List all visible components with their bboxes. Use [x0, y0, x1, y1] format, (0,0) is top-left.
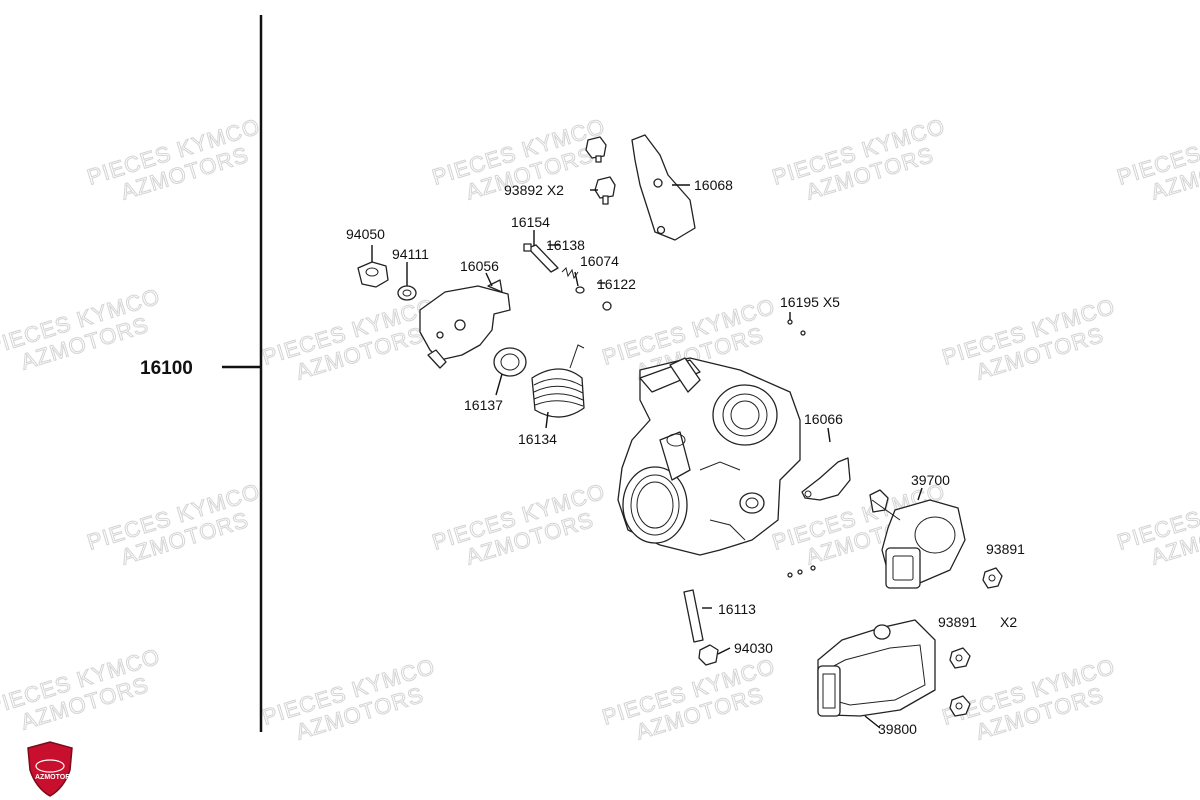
leader-39700 [917, 487, 923, 501]
sensor-39700[interactable] [869, 489, 966, 589]
assembly-bracket: 16100 [140, 15, 263, 732]
leader-39800 [864, 715, 881, 729]
washer-94111[interactable] [397, 285, 417, 301]
screw-93891-single[interactable] [982, 567, 1003, 589]
label-93891-pair-qty: X2 [1000, 614, 1017, 630]
label-94050[interactable]: 94050 [346, 226, 385, 242]
pin-16113[interactable] [683, 589, 704, 643]
label-16154[interactable]: 16154 [511, 214, 550, 230]
label-39800[interactable]: 39800 [878, 721, 917, 737]
label-93891-pair[interactable]: 93891 [938, 614, 977, 630]
ring-16074[interactable] [575, 286, 585, 294]
throttle-cam-16056[interactable] [419, 279, 511, 369]
spring-16138[interactable] [561, 267, 579, 280]
label-94111[interactable]: 94111 [392, 246, 429, 262]
swoosh-icon [35, 759, 65, 773]
nut-94030[interactable] [698, 644, 719, 666]
leader-16056 [485, 272, 493, 287]
label-39700[interactable]: 39700 [911, 472, 950, 488]
leader-16066 [827, 427, 831, 443]
return-spring-16134[interactable] [531, 344, 585, 418]
nut-94050[interactable] [357, 261, 389, 288]
label-16137[interactable]: 16137 [464, 397, 503, 413]
label-16195[interactable]: 16195 X5 [780, 294, 840, 310]
leader-lines [371, 184, 923, 729]
label-16134[interactable]: 16134 [518, 431, 557, 447]
leader-16134 [545, 411, 549, 429]
azmotors-logo: AZMOTORS [27, 741, 75, 797]
label-94030[interactable]: 94030 [734, 640, 773, 656]
shield-icon [27, 741, 73, 797]
leader-94030 [717, 647, 731, 655]
throttle-body[interactable] [617, 357, 801, 556]
label-16113[interactable]: 16113 [718, 601, 756, 617]
label-16138[interactable]: 16138 [546, 237, 585, 253]
logo-text: AZMOTORS [35, 774, 75, 781]
lever-bracket-16066[interactable] [801, 457, 851, 501]
label-93891-single[interactable]: 93891 [986, 541, 1025, 557]
leader-16137 [495, 373, 503, 396]
part-drawings [357, 134, 1003, 717]
label-16056[interactable]: 16056 [460, 258, 499, 274]
label-16122[interactable]: 16122 [597, 276, 636, 292]
seal-16137[interactable] [493, 347, 527, 377]
part-labels: 16068 93892 X2 94050 16154 94111 16138 1… [346, 177, 1025, 737]
watermark-layer: PIECES KYMCO AZMOTORS PIECES KYMCO AZMOT… [0, 113, 1200, 745]
assembly-label[interactable]: 16100 [140, 358, 193, 379]
leader-16074 [574, 271, 579, 287]
bracket-plate-16068[interactable] [631, 134, 696, 241]
label-16068[interactable]: 16068 [694, 177, 733, 193]
screw-93891-pair[interactable] [949, 647, 971, 717]
label-93892[interactable]: 93892 X2 [504, 182, 564, 198]
clip-16122[interactable] [602, 301, 612, 311]
bolt-93892[interactable] [585, 136, 616, 205]
label-16066[interactable]: 16066 [804, 411, 843, 427]
label-16074[interactable]: 16074 [580, 253, 619, 269]
ecu-39800[interactable] [817, 619, 936, 717]
